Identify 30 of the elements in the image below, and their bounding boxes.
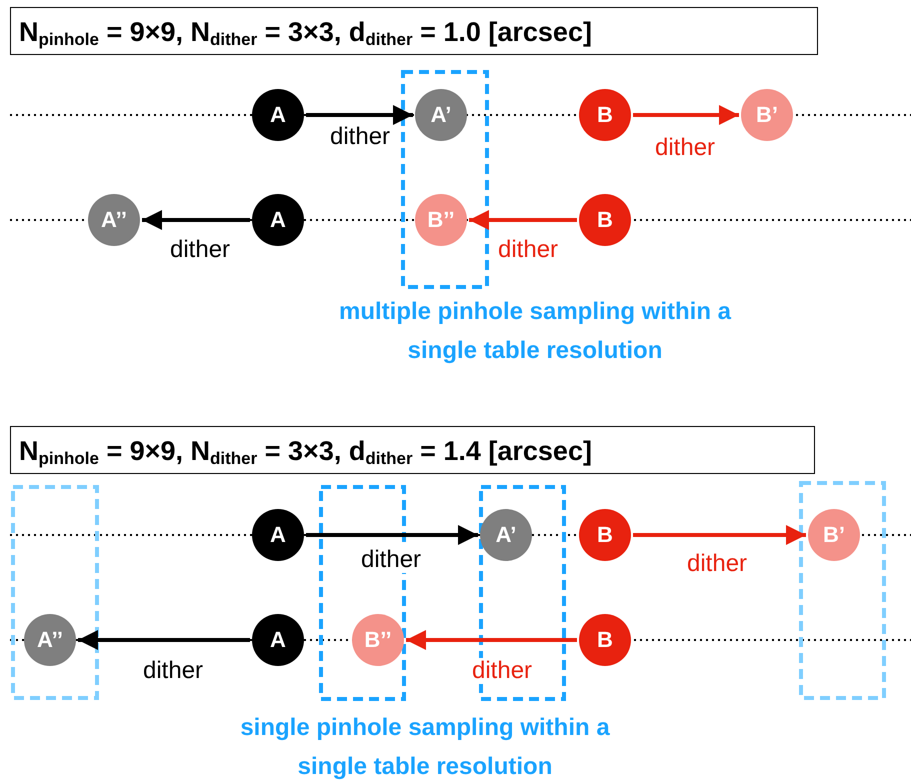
point-circle: A	[252, 194, 304, 246]
edge-label: dither	[470, 658, 534, 684]
arrow	[633, 105, 739, 125]
point-circle: A	[252, 509, 304, 561]
point-circle: A’’	[88, 194, 140, 246]
point-circle: A	[252, 89, 304, 141]
point-circle: B’’	[352, 614, 404, 666]
title-box: N$_{pinhole}$ = 9×9, N$_{dither}$ = 3×3, d$_{dither}$ = 1.0 [arcsec]	[10, 7, 818, 55]
arrow	[469, 210, 577, 230]
arrow	[633, 525, 806, 545]
point-circle: A	[252, 614, 304, 666]
point-circle: B	[579, 194, 631, 246]
point-circle: A’	[480, 509, 532, 561]
point-circle: B’	[808, 509, 860, 561]
arrow	[406, 630, 577, 650]
point-circle: B	[579, 509, 631, 561]
caption-text: multiple pinhole sampling within a single table resolution	[338, 297, 732, 366]
point-circle: A’	[415, 89, 467, 141]
point-circle: B	[579, 614, 631, 666]
arrow	[78, 630, 250, 650]
edge-label: dither	[359, 547, 424, 573]
arrow	[142, 210, 250, 230]
arrow	[306, 525, 478, 545]
title-box: N$_{pinhole}$ = 9×9, N$_{dither}$ = 3×3, d$_{dither}$ = 1.4 [arcsec]	[10, 426, 815, 474]
arrow	[306, 105, 413, 125]
point-circle: A’’	[24, 614, 76, 666]
point-circle: B’’	[415, 194, 467, 246]
caption-text: single pinhole sampling within a single table resolution	[239, 713, 611, 782]
point-circle: B’	[741, 89, 793, 141]
point-circle: B	[579, 89, 631, 141]
